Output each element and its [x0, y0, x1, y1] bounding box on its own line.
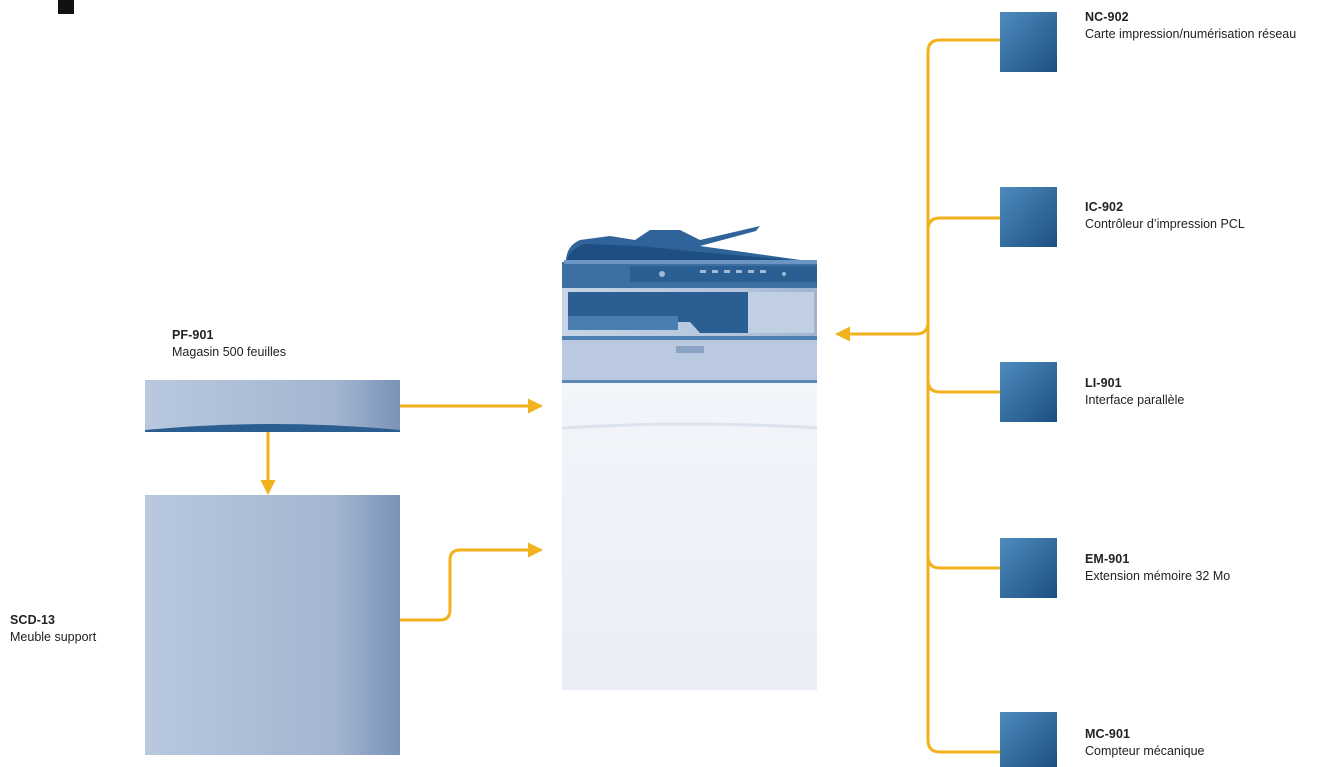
nc-902-description: Carte impression/numérisation réseau: [1085, 27, 1297, 41]
pf-901-description: Magasin 500 feuilles: [172, 345, 286, 359]
em-901-code: EM-901: [1085, 552, 1130, 566]
stand-cabinet: [145, 495, 400, 755]
ic-902-box: [1000, 187, 1057, 247]
mc-901-code: MC-901: [1085, 727, 1131, 741]
em-901-label: EM-901 Extension mémoire 32 Mo: [1085, 551, 1230, 585]
copier-illustration: [561, 226, 818, 690]
li-901-code: LI-901: [1085, 376, 1122, 390]
em-901-description: Extension mémoire 32 Mo: [1085, 569, 1231, 583]
scd-13-description: Meuble support: [10, 630, 97, 644]
paper-feed-unit: [145, 380, 400, 432]
nc-902-label: NC-902 Carte impression/numérisation rés…: [1085, 9, 1296, 43]
corner-mark: [58, 0, 74, 14]
ic-902-code: IC-902: [1085, 200, 1124, 214]
mc-901-label: MC-901 Compteur mécanique: [1085, 726, 1205, 760]
li-901-box: [1000, 362, 1057, 422]
mc-901-box: [1000, 712, 1057, 767]
li-901-description: Interface parallèle: [1085, 393, 1185, 407]
nc-902-code: NC-902: [1085, 10, 1129, 24]
scd-13-label: SCD-13 Meuble support: [10, 612, 96, 646]
ic-902-description: Contrôleur d’impression PCL: [1085, 217, 1245, 231]
li-901-label: LI-901 Interface parallèle: [1085, 375, 1184, 409]
em-901-box: [1000, 538, 1057, 598]
nc-902-box: [1000, 12, 1057, 72]
pf-901-label: PF-901 Magasin 500 feuilles: [172, 327, 286, 361]
feed-connectors: [260, 398, 543, 622]
accessory-connectors: [835, 38, 1002, 754]
pf-901-code: PF-901: [172, 328, 214, 342]
ic-902-label: IC-902 Contrôleur d’impression PCL: [1085, 199, 1245, 233]
mc-901-description: Compteur mécanique: [1085, 744, 1205, 758]
scd-13-code: SCD-13: [10, 613, 56, 627]
